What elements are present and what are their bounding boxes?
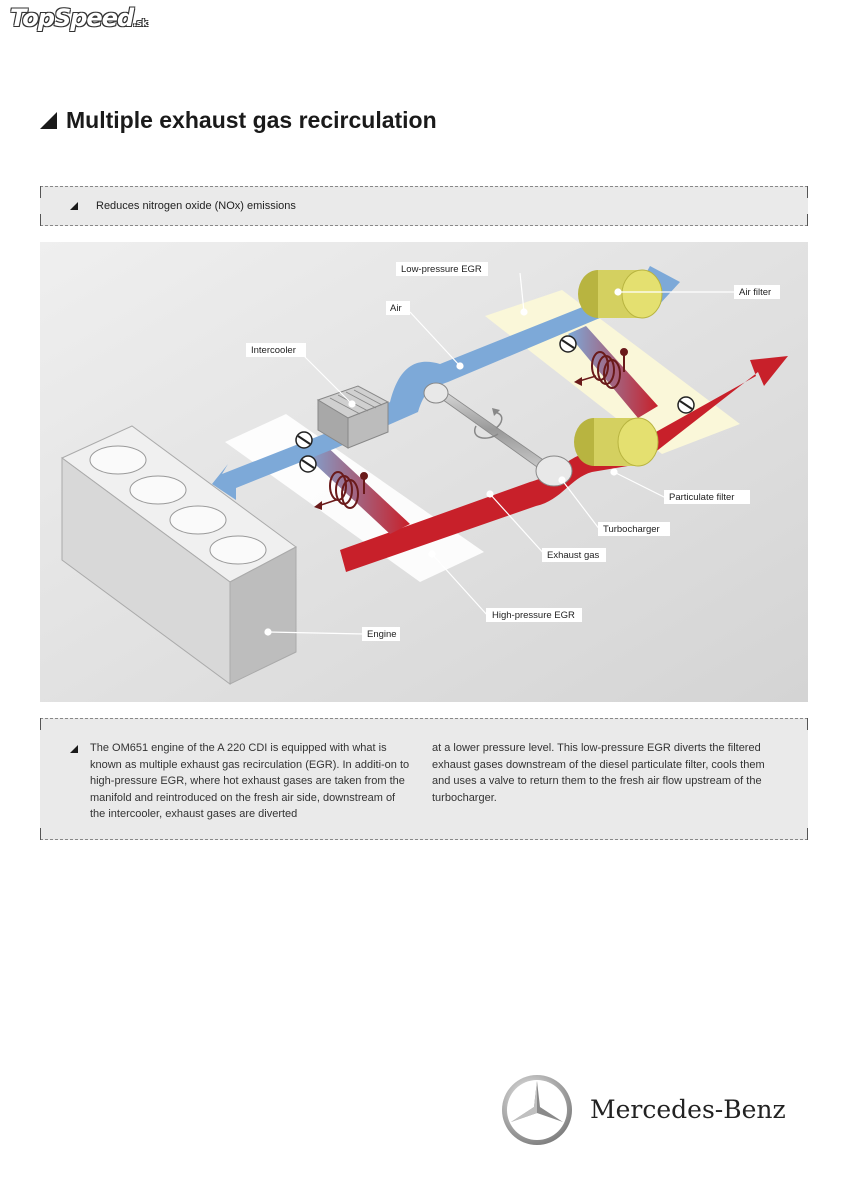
label-engine: Engine	[367, 629, 397, 640]
watermark-logo: TopSpeed.sk	[10, 4, 148, 32]
bullet-triangle-icon	[70, 745, 78, 753]
turbine-wheel	[535, 455, 573, 487]
egr-diagram: Low-pressure EGR Air Air filter Intercoo…	[40, 242, 808, 702]
label-turbocharger: Turbocharger	[603, 524, 660, 535]
label-air: Air	[390, 303, 402, 314]
engine-block	[61, 425, 297, 685]
air-path	[212, 266, 680, 500]
high-pressure-egr-branch	[302, 442, 410, 534]
page-title-row: Multiple exhaust gas recirculation	[40, 107, 437, 134]
page-title: Multiple exhaust gas recirculation	[66, 107, 437, 133]
mercedes-star-logo	[502, 1075, 572, 1145]
label-air-filter: Air filter	[739, 287, 771, 298]
description-column-1: The OM651 engine of the A 220 CDI is equ…	[90, 742, 410, 820]
exhaust-gas-path	[340, 356, 788, 572]
high-pressure-egr-cooler	[329, 471, 368, 509]
summary-text: Reduces nitrogen oxide (NOx) emissions	[96, 200, 296, 212]
bullet-triangle-icon	[70, 202, 78, 210]
low-pressure-egr-cooler	[591, 348, 628, 389]
title-triangle-icon	[40, 112, 57, 129]
label-low-pressure-egr: Low-pressure EGR	[401, 264, 482, 275]
brand-wordmark: Mercedes-Benz	[590, 1095, 786, 1124]
label-intercooler: Intercooler	[251, 345, 296, 356]
compressor-wheel	[423, 382, 449, 404]
label-particulate-filter: Particulate filter	[669, 492, 734, 503]
diagram-labels: Low-pressure EGR Air Air filter Intercoo…	[246, 262, 780, 641]
label-exhaust-gas: Exhaust gas	[547, 550, 600, 561]
label-high-pressure-egr: High-pressure EGR	[492, 610, 575, 621]
watermark-suffix: .sk	[133, 19, 148, 29]
description-column-2: at a lower pressure level. This low-pres…	[432, 742, 765, 804]
summary-box: Reduces nitrogen oxide (NOx) emissions	[40, 186, 808, 226]
particulate-filter	[574, 417, 659, 467]
watermark-brand: TopSpeed	[10, 4, 134, 32]
rotation-arrow-icon	[473, 425, 499, 439]
valve-icon	[295, 335, 695, 473]
description-box: The OM651 engine of the A 220 CDI is equ…	[40, 718, 808, 840]
